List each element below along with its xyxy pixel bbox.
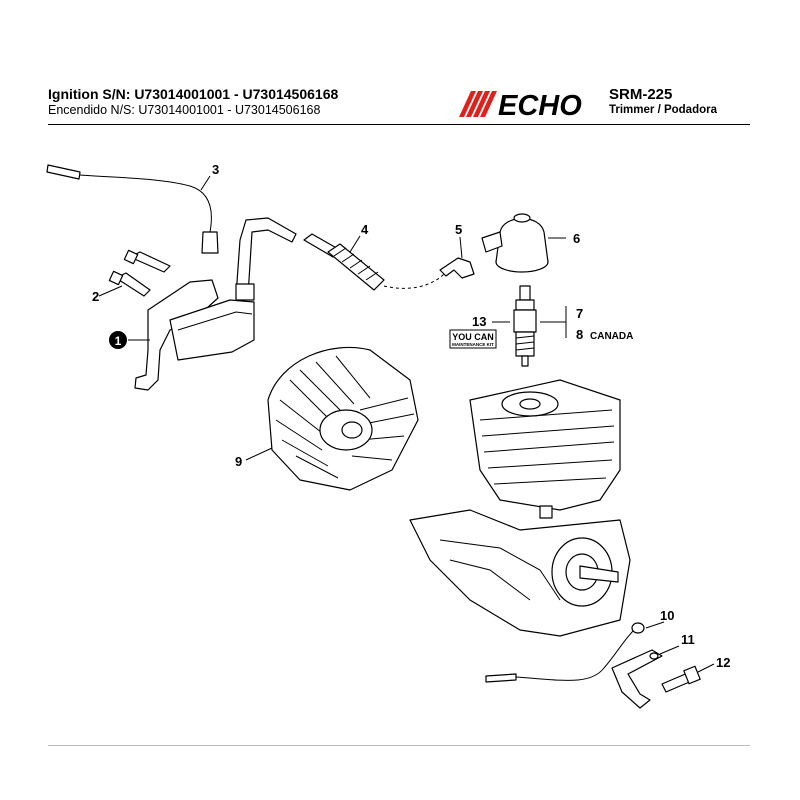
footer-rule: [48, 745, 750, 746]
callout-11: 11: [681, 632, 695, 647]
page-header: Ignition S/N: U73014001001 - U7301450616…: [48, 86, 750, 124]
maintenance-kit-badge: YOU CAN MAINTENANCE KIT: [449, 329, 497, 349]
callout-7: 7: [576, 306, 583, 321]
page-subtitle: Encendido N/S: U73014001001 - U730145061…: [48, 103, 321, 117]
leader-10: [645, 621, 665, 629]
engine-block[interactable]: [409, 379, 631, 637]
header-rule: [48, 124, 750, 125]
part-4-spark-boot[interactable]: [303, 233, 385, 291]
leader-12: [697, 663, 715, 673]
callout-9: 9: [235, 454, 242, 469]
callout-12: 12: [716, 655, 730, 670]
echo-logo: ECHO: [459, 90, 582, 118]
callout-10: 10: [660, 608, 674, 623]
callout-5: 5: [455, 222, 462, 237]
leader-4: [349, 235, 361, 253]
part-3-ignition-wire[interactable]: [46, 164, 219, 254]
page-title: Ignition S/N: U73014001001 - U7301450616…: [48, 86, 339, 102]
kit-caption: MAINTENANCE KIT: [452, 342, 494, 347]
callout-3: 3: [212, 162, 219, 177]
leader-9: [245, 447, 273, 461]
part-10-ground-wire[interactable]: [485, 622, 645, 683]
leader-11: [659, 645, 680, 655]
part-7-spark-plug[interactable]: [513, 285, 537, 367]
callout-4: 4: [361, 222, 369, 237]
part-11-bracket[interactable]: [611, 649, 663, 709]
model-number: SRM-225: [609, 86, 673, 103]
callout-8-canada-note: CANADA: [590, 331, 633, 342]
part-5-spring-terminal[interactable]: [439, 257, 475, 279]
brand-wordmark: ECHO: [498, 90, 582, 118]
model-description: Trimmer / Podadora: [609, 104, 718, 116]
callout-2: 2: [92, 289, 99, 304]
leader-3: [200, 175, 211, 191]
part-1-ignition-coil[interactable]: [134, 217, 297, 391]
kit-logo-text: YOU CAN: [452, 332, 494, 342]
part-6-plug-cap[interactable]: [481, 213, 549, 273]
callout-1: 1: [115, 334, 122, 348]
callout-13: 13: [472, 314, 486, 329]
leader-2: [98, 285, 123, 297]
callout-8: 8: [576, 327, 583, 342]
callout-1-marker: [109, 331, 127, 349]
part-12-screw[interactable]: [661, 665, 701, 693]
leader-5: [459, 236, 463, 259]
boot-connector-dashed-line: [383, 273, 445, 289]
part-9-flywheel[interactable]: [267, 346, 419, 491]
part-2-screws[interactable]: [108, 249, 171, 297]
callout-6: 6: [573, 231, 580, 246]
